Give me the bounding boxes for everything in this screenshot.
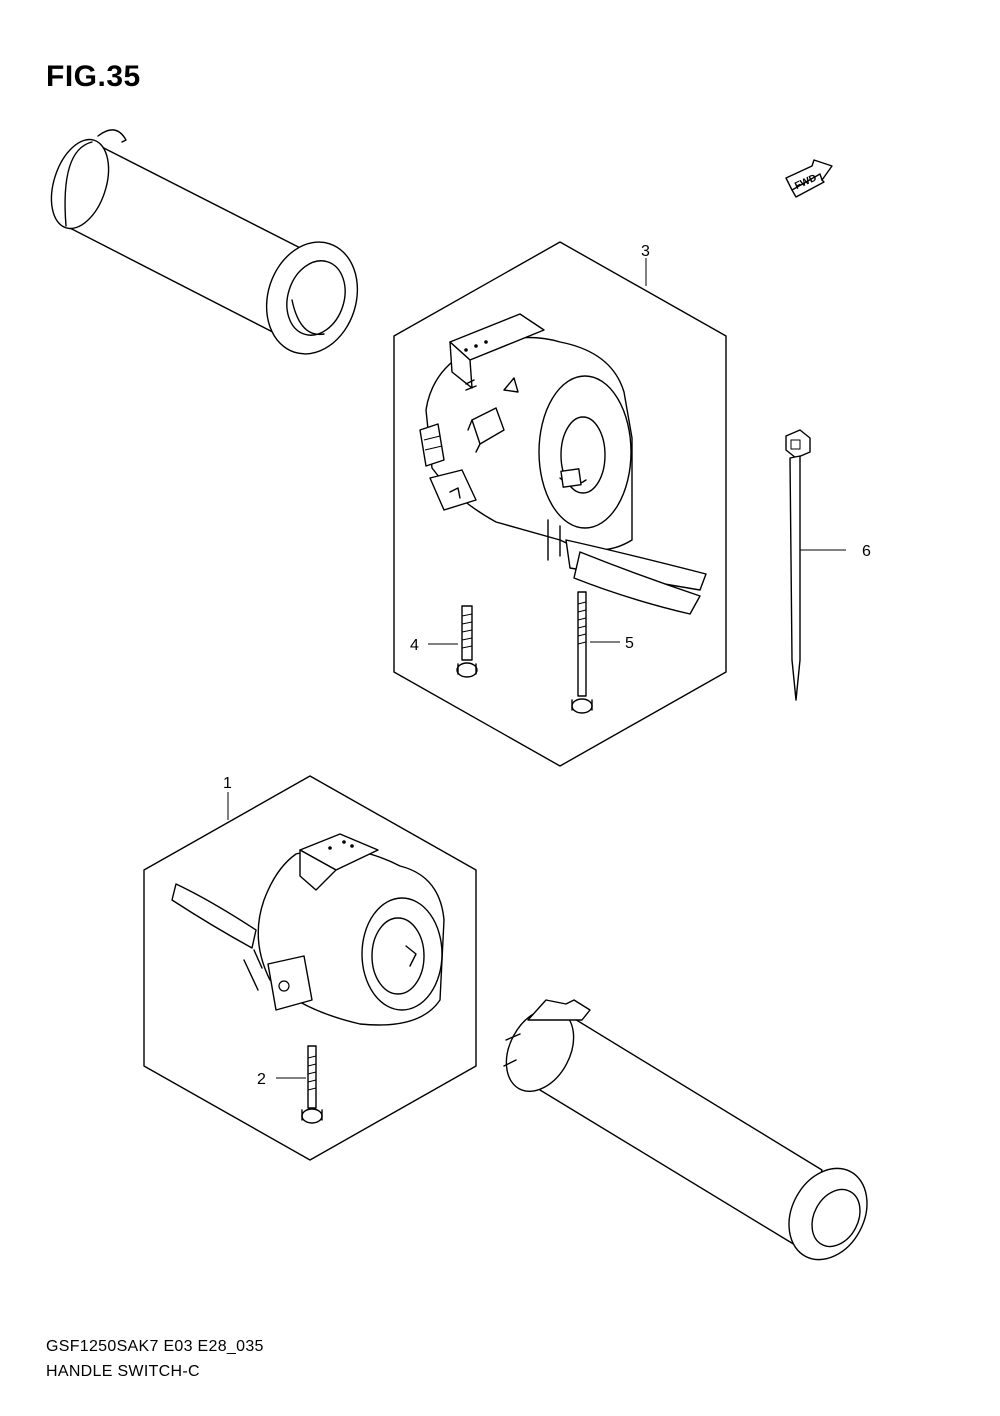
right-throttle-grip bbox=[503, 999, 868, 1261]
callout-5: 5 bbox=[625, 635, 634, 652]
callout-4: 4 bbox=[410, 637, 419, 654]
right-handlebar-switch-housing bbox=[419, 313, 707, 615]
screw-housing-left bbox=[276, 1045, 323, 1124]
figure-title: FIG.35 bbox=[46, 60, 141, 93]
fwd-direction-badge: FWD bbox=[785, 159, 833, 198]
screw-long bbox=[571, 591, 620, 714]
cable-tie bbox=[785, 429, 846, 701]
model-code: GSF1250SAK7 E03 E28_035 bbox=[46, 1338, 264, 1355]
section-name: HANDLE SWITCH-C bbox=[46, 1363, 200, 1380]
left-handlebar-switch-housing bbox=[171, 833, 445, 1026]
left-handlebar-grip bbox=[50, 129, 359, 355]
callout-6: 6 bbox=[862, 543, 871, 560]
callout-2: 2 bbox=[257, 1071, 266, 1088]
switch-assembly-frame-left bbox=[143, 775, 477, 1161]
diagram-footer: GSF1250SAK7 E03 E28_035 HANDLE SWITCH-C bbox=[46, 1334, 264, 1384]
switch-assembly-frame-right bbox=[393, 241, 727, 767]
callout-3: 3 bbox=[641, 243, 650, 260]
screw-short bbox=[428, 605, 478, 678]
callout-1: 1 bbox=[223, 775, 232, 792]
